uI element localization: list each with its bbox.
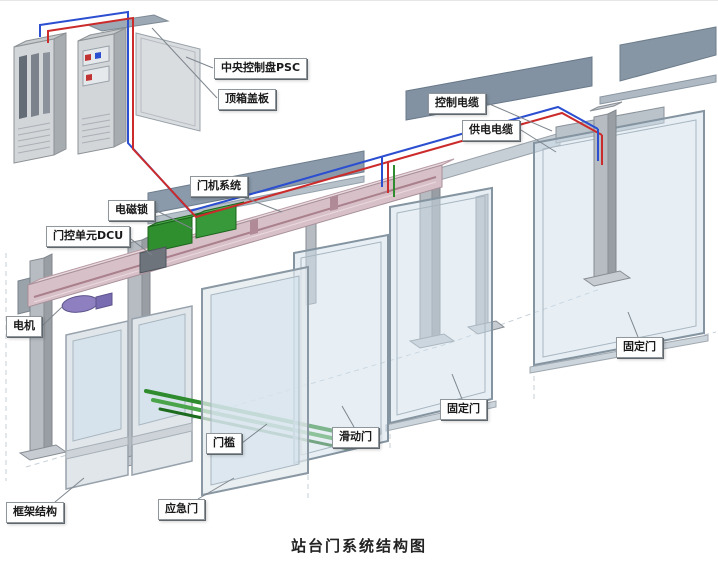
callout-control-cable: 控制电缆: [428, 93, 486, 114]
vent-line: [17, 122, 51, 130]
callout-motor: 电机: [6, 316, 42, 337]
fixed-door-mid-panel: [385, 186, 497, 432]
leader-line: [54, 477, 85, 503]
leader-line: [627, 311, 639, 338]
door-glass: [210, 275, 300, 486]
callout-magnetic-lock: 电磁锁: [108, 200, 155, 221]
diagram-title: 站台门系统结构图: [290, 537, 427, 555]
cabinet-slot: [43, 52, 50, 114]
callout-door-control-unit: 门控单元DCU: [46, 226, 131, 247]
frame-rail: [65, 436, 129, 460]
leader-line: [451, 373, 463, 400]
drive-unit: [147, 216, 193, 254]
cabinet-side: [113, 27, 127, 148]
callout-threshold: 门槛: [206, 433, 242, 454]
guide-line: [703, 331, 717, 336]
callout-frame-structure: 框架结构: [6, 502, 64, 523]
right-top-rail: [599, 74, 717, 105]
indicator-red: [85, 54, 91, 61]
indicator-blue: [95, 52, 101, 59]
fixed-door-right-panel: [529, 109, 709, 374]
glass-inner-frame: [542, 119, 697, 358]
leader-line: [486, 102, 553, 132]
motor-mount: [95, 292, 113, 310]
vent-line: [17, 128, 51, 136]
right-top-cover: [619, 26, 717, 82]
callout-door-machine-system: 门机系统: [190, 176, 248, 197]
leader-line: [341, 405, 355, 428]
leader-line: [151, 27, 218, 99]
support-column-left: [18, 253, 68, 461]
glass: [389, 186, 493, 425]
door-hanger: [330, 195, 338, 211]
dcu-box: [139, 246, 167, 274]
control-cabinets: [13, 14, 201, 164]
vent-line: [81, 113, 111, 120]
cabinet-slot: [31, 53, 39, 117]
cabinet-vents: [17, 122, 51, 154]
column-side: [607, 109, 617, 280]
callout-leader-lines: [41, 27, 639, 503]
callout-fixed-door-right: 固定门: [616, 337, 663, 358]
vent-line: [81, 137, 111, 144]
vent-line: [81, 125, 111, 132]
leader-line: [241, 423, 268, 444]
callout-central-control-panel: 中央控制盘PSC: [214, 58, 308, 79]
cabinet-side: [53, 32, 67, 156]
callout-emergency-door: 应急门: [158, 499, 205, 520]
beam-end-cap: [17, 277, 31, 315]
indicator-red: [86, 74, 92, 81]
cabinet-slot: [19, 55, 27, 119]
column-base: [582, 270, 632, 287]
leader-line: [41, 306, 63, 327]
motor-body: [61, 295, 99, 313]
vent-line: [81, 131, 111, 138]
beam-track-light: [33, 181, 437, 303]
leader-line: [185, 56, 214, 69]
frame-rail: [131, 422, 193, 446]
cabinet-vents: [81, 113, 111, 144]
vent-line: [81, 119, 111, 126]
beam-track: [33, 176, 437, 298]
door-hanger: [250, 219, 258, 235]
leader-line: [154, 209, 194, 230]
vent-line: [17, 140, 51, 148]
glass: [533, 109, 705, 367]
callout-top-box-cover: 顶箱盖板: [218, 89, 276, 110]
cabinet-module: [82, 65, 110, 87]
callout-sliding-door: 滑动门: [332, 427, 379, 448]
vent-line: [17, 134, 51, 142]
control-cable-line: [39, 10, 599, 213]
frame-glass: [72, 329, 122, 442]
column-cap: [589, 101, 623, 112]
emergency-door-panel: [201, 265, 309, 497]
callout-power-cable: 供电电缆: [462, 120, 520, 141]
leader-line: [520, 129, 557, 153]
cabinet-door-inner: [140, 37, 196, 127]
glass-inner-frame: [396, 195, 486, 416]
vent-line: [17, 146, 51, 154]
leader-line: [197, 477, 235, 500]
callout-fixed-door-mid: 固定门: [440, 399, 487, 420]
cabinet-door-open: [135, 32, 201, 132]
leader-line: [126, 235, 153, 256]
door-machine-beam: [17, 158, 455, 315]
leader-line: [237, 194, 283, 213]
